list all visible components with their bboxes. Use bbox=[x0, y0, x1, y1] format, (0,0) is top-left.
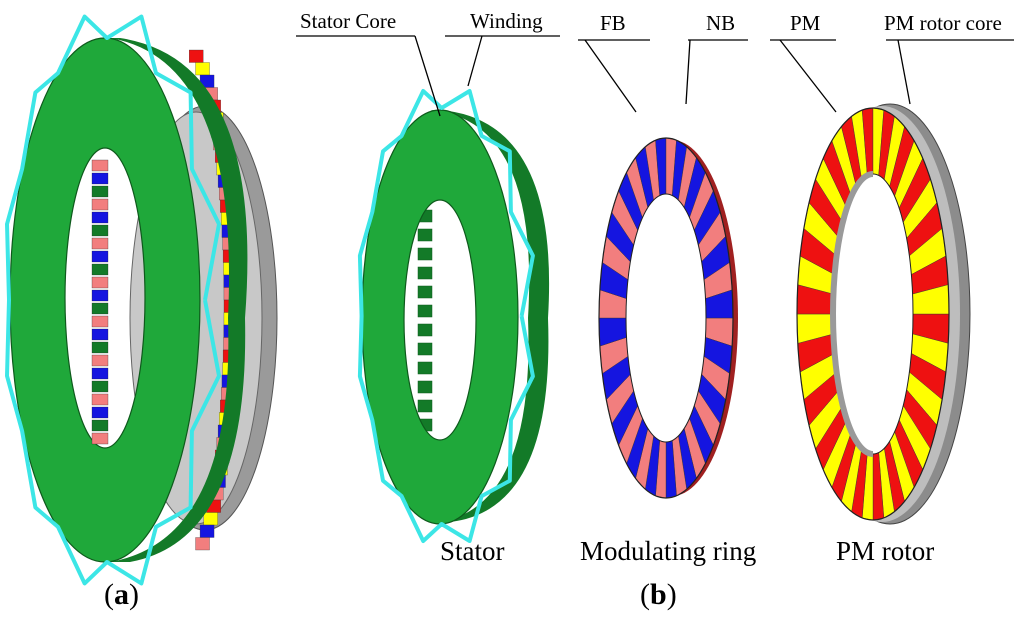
stator-tooth bbox=[417, 342, 433, 356]
stator-core-face bbox=[361, 109, 519, 525]
assembly-inner-tooth bbox=[91, 185, 109, 198]
label-pm: PM bbox=[790, 11, 821, 35]
assembly-winding-loop bbox=[5, 14, 221, 586]
assembly-inner-tooth bbox=[91, 159, 109, 172]
assembly-inner-teeth bbox=[91, 159, 109, 445]
pm-rotor-magnets bbox=[796, 107, 950, 521]
modulating-ring-segments bbox=[598, 137, 734, 499]
stator-winding bbox=[357, 89, 535, 543]
stator-part bbox=[357, 89, 550, 543]
stator-tooth bbox=[417, 285, 433, 299]
assembly-inner-tooth bbox=[91, 302, 109, 315]
caption-b: (b) bbox=[640, 578, 677, 611]
assembly-winding bbox=[5, 14, 221, 586]
stator-tooth bbox=[417, 399, 433, 413]
stator-tooth bbox=[417, 266, 433, 280]
label-nb: NB bbox=[706, 11, 735, 35]
assembly-stripe bbox=[189, 49, 204, 63]
stator-tooth bbox=[417, 361, 433, 375]
assembly-inner-tooth bbox=[91, 237, 109, 250]
label-stator-core: Stator Core bbox=[300, 9, 396, 33]
assembly-inner-tooth bbox=[91, 315, 109, 328]
caption-a: (a) bbox=[104, 578, 139, 611]
assembly-stripe bbox=[203, 512, 218, 526]
assembly-inner-tooth bbox=[91, 263, 109, 276]
caption-stator: Stator bbox=[440, 536, 505, 566]
assembly-inner-tooth bbox=[91, 172, 109, 185]
assembly-inner-tooth bbox=[91, 289, 109, 302]
assembly-inner-tooth bbox=[91, 354, 109, 367]
assembly-inner-tooth bbox=[91, 406, 109, 419]
stator-tooth bbox=[417, 304, 433, 318]
assembly-inner-tooth bbox=[91, 276, 109, 289]
assembly-stripe bbox=[195, 62, 210, 76]
stator-tooth bbox=[417, 323, 433, 337]
leader-lines bbox=[296, 35, 1014, 117]
stator-tooth bbox=[417, 228, 433, 242]
assembly-inner-tooth bbox=[91, 198, 109, 211]
assembly-inner-tooth bbox=[91, 328, 109, 341]
assembly-inner-tooth bbox=[91, 250, 109, 263]
caption-pm-rotor: PM rotor bbox=[836, 536, 934, 566]
stator-teeth bbox=[417, 209, 433, 432]
assembly-stripe bbox=[199, 524, 215, 538]
label-fb: FB bbox=[600, 11, 626, 35]
label-pm-rotor-core: PM rotor core bbox=[884, 11, 1002, 35]
assembly-stripe bbox=[195, 537, 210, 551]
assembly-inner-tooth bbox=[91, 341, 109, 354]
label-winding: Winding bbox=[470, 9, 543, 33]
assembled-machine bbox=[5, 14, 278, 586]
assembly-inner-tooth bbox=[91, 393, 109, 406]
stator-winding-loop bbox=[357, 89, 535, 543]
assembly-inner-tooth bbox=[91, 419, 109, 432]
modulating-ring-hole bbox=[625, 193, 707, 443]
pm-rotor-part bbox=[796, 103, 971, 525]
assembly-inner-tooth bbox=[91, 380, 109, 393]
modulating-ring-part bbox=[598, 137, 738, 499]
caption-modulating-ring: Modulating ring bbox=[580, 536, 756, 566]
assembly-inner-tooth bbox=[91, 432, 109, 445]
assembly-inner-tooth bbox=[91, 367, 109, 380]
stator-tooth bbox=[417, 380, 433, 394]
assembly-inner-tooth bbox=[91, 224, 109, 237]
assembly-inner-tooth bbox=[91, 211, 109, 224]
stator-tooth bbox=[417, 247, 433, 261]
